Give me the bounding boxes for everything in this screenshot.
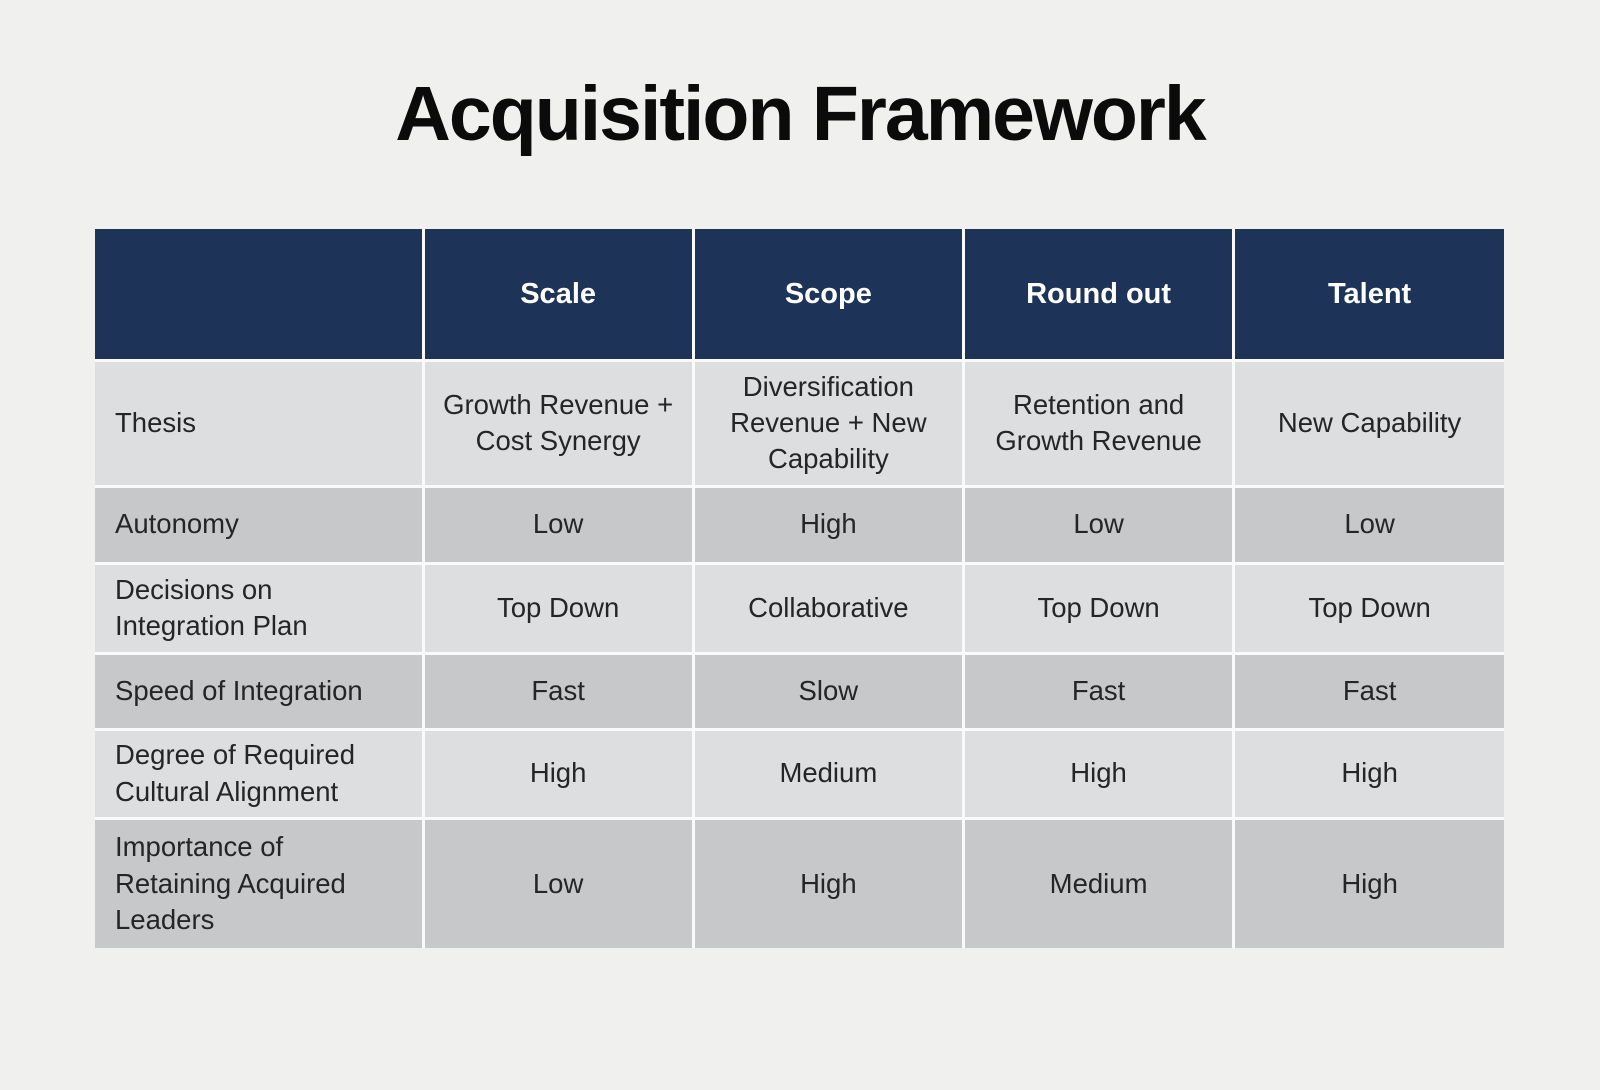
table-cell: Top Down [421, 561, 695, 655]
table-cell: High [1232, 727, 1504, 820]
table-cell: Low [421, 816, 695, 948]
table-cell: High [1232, 816, 1504, 948]
table-cell: Low [961, 484, 1236, 565]
row-label: Degree of Required Cultural Alignment [95, 727, 425, 820]
row-label: Speed of Integration [95, 651, 425, 731]
header-row: Scale Scope Round out Talent [95, 229, 1504, 362]
row-label: Thesis [95, 358, 425, 488]
table-cell: Diversification Revenue + New Capability [691, 358, 965, 488]
table-cell: Top Down [961, 561, 1236, 655]
table-cell: Fast [1232, 651, 1504, 731]
row-label: Autonomy [95, 484, 425, 565]
table-cell: New Capability [1232, 358, 1504, 488]
table-cell: High [421, 727, 695, 820]
row-label: Importance of Retaining Acquired Leaders [95, 816, 425, 948]
column-header-talent: Talent [1232, 229, 1504, 362]
table-cell: Low [1232, 484, 1504, 565]
table-cell: Retention and Growth Revenue [961, 358, 1236, 488]
table-row: Importance of Retaining Acquired Leaders… [95, 816, 1504, 948]
table-cell: Slow [691, 651, 965, 731]
column-header-scale: Scale [421, 229, 695, 362]
page-title: Acquisition Framework [395, 71, 1206, 157]
row-label: Decisions on Integration Plan [95, 561, 425, 655]
table-cell: Fast [421, 651, 695, 731]
corner-cell [95, 229, 425, 362]
table-cell: Fast [961, 651, 1236, 731]
table-cell: Medium [961, 816, 1236, 948]
table-cell: High [691, 484, 965, 565]
table-cell: Collaborative [691, 561, 965, 655]
column-header-round-out: Round out [961, 229, 1236, 362]
table-cell: Growth Revenue + Cost Synergy [421, 358, 695, 488]
table-cell: Medium [691, 727, 965, 820]
table-cell: High [691, 816, 965, 948]
table-cell: Top Down [1232, 561, 1504, 655]
table-cell: Low [421, 484, 695, 565]
column-header-scope: Scope [691, 229, 965, 362]
table-cell: High [961, 727, 1236, 820]
